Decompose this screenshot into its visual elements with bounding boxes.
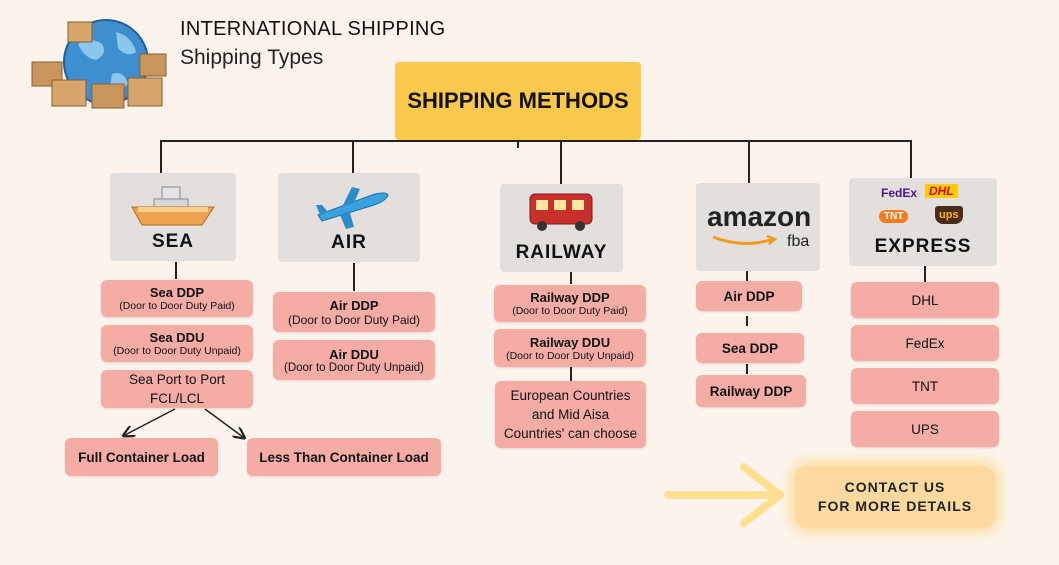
category-sea: SEA xyxy=(110,173,236,261)
train-icon xyxy=(529,193,593,231)
connector xyxy=(160,140,162,173)
category-air: AIR xyxy=(278,173,420,262)
category-amazon-fba: amazon fba xyxy=(696,183,820,271)
ups-logo: ups xyxy=(935,206,963,224)
category-label-railway: RAILWAY xyxy=(515,242,608,263)
branch-arrows xyxy=(115,408,255,441)
connector xyxy=(517,140,519,148)
express-ups-item: UPS xyxy=(851,411,999,447)
amazon-sea-ddp-item: Sea DDP xyxy=(696,333,804,363)
globe-boxes-icon xyxy=(28,14,173,119)
connector xyxy=(746,316,748,326)
amazon-logo-word: amazon xyxy=(707,201,812,232)
shipping-methods-root: SHIPPING METHODS xyxy=(395,62,641,140)
connector xyxy=(746,271,748,281)
connector xyxy=(175,262,177,279)
ship-icon xyxy=(131,186,215,226)
express-dhl-item: DHL xyxy=(851,282,999,318)
connector xyxy=(560,140,562,184)
sea-ddp-item: Sea DDP(Door to Door Duty Paid) xyxy=(101,280,253,317)
fedex-logo: FedEx xyxy=(881,186,918,200)
connector xyxy=(160,140,912,142)
category-label-sea: SEA xyxy=(151,231,195,252)
connector xyxy=(352,140,354,173)
amazon-logo-fba: fba xyxy=(787,233,810,250)
less-than-container-load-item: Less Than Container Load xyxy=(247,438,441,476)
connector xyxy=(353,263,355,291)
connector xyxy=(570,367,572,381)
express-fedex-item: FedEx xyxy=(851,325,999,361)
tnt-logo: TNT xyxy=(879,210,909,223)
sea-ddu-item: Sea DDU(Door to Door Duty Unpaid) xyxy=(101,325,253,362)
connector xyxy=(748,140,750,183)
category-express: FedEx DHL TNT ups EXPRESS xyxy=(849,178,997,266)
railway-ddu-item: Railway DDU(Door to Door Duty Unpaid) xyxy=(494,329,646,367)
category-label-air: AIR xyxy=(331,232,367,253)
railway-countries-item: European Countries and Mid Aisa Countrie… xyxy=(495,381,646,448)
connector xyxy=(746,364,748,374)
connector xyxy=(924,266,926,282)
category-label-express: EXPRESS xyxy=(874,236,972,257)
category-railway: RAILWAY xyxy=(500,184,623,272)
header-subtitle: Shipping Types xyxy=(180,46,324,69)
railway-ddp-item: Railway DDP(Door to Door Duty Paid) xyxy=(494,285,646,322)
header-title: INTERNATIONAL SHIPPING xyxy=(180,18,446,40)
air-ddu-item: Air DDU(Door to Door Duty Unpaid) xyxy=(273,340,435,380)
amazon-railway-ddp-item: Railway DDP xyxy=(696,375,806,407)
amazon-air-ddp-item: Air DDP xyxy=(696,281,802,311)
airplane-icon xyxy=(316,187,389,229)
dhl-logo: DHL xyxy=(925,184,958,198)
arrow-right-icon xyxy=(664,463,784,527)
express-tnt-item: TNT xyxy=(851,368,999,404)
connector xyxy=(570,272,572,284)
contact-us-button[interactable]: CONTACT US FOR MORE DETAILS xyxy=(795,466,995,528)
air-ddp-item: Air DDP(Door to Door Duty Paid) xyxy=(273,292,435,332)
amazon-smile-icon xyxy=(712,235,778,245)
connector xyxy=(910,140,912,178)
full-container-load-item: Full Container Load xyxy=(65,438,218,476)
